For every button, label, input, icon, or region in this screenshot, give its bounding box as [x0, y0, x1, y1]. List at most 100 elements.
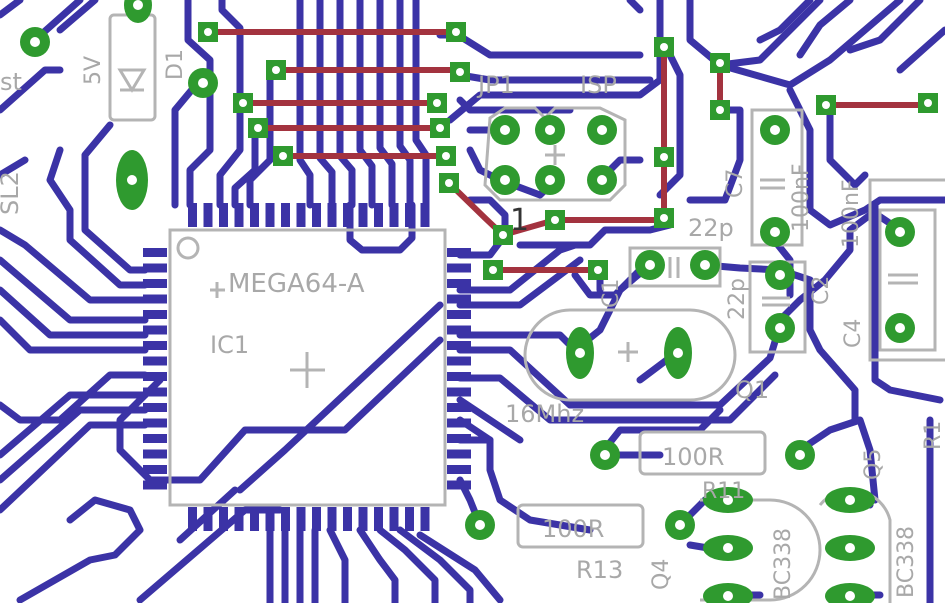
c1-symbol	[668, 257, 680, 278]
trace	[416, 531, 504, 603]
smd-pad	[447, 372, 471, 381]
smd-pad	[143, 480, 167, 490]
smd-pad	[143, 434, 167, 443]
smd-pad	[343, 203, 352, 227]
drill-hole	[723, 543, 733, 553]
r1-label: R1	[921, 421, 945, 450]
bc338-b-label: BC338	[894, 526, 919, 598]
r100-a-body	[638, 430, 767, 476]
smd-pad	[234, 203, 244, 227]
trace	[796, 416, 879, 504]
oval-pad	[124, 0, 152, 23]
smd-pad	[143, 403, 167, 412]
smd-pad	[250, 507, 259, 531]
q4-label: Q4	[649, 559, 674, 590]
trace	[0, 66, 64, 114]
diode-d1-outline	[108, 13, 157, 122]
drill-hole	[845, 543, 855, 553]
smd-pad	[447, 480, 471, 490]
bc338-a-label: BC338	[771, 528, 796, 600]
trace	[716, 0, 824, 69]
smd-pad	[143, 418, 167, 428]
smd-pad	[143, 310, 167, 319]
smd-pad	[143, 356, 167, 366]
drill-hole	[545, 175, 555, 185]
reset-label: st	[0, 68, 22, 96]
c2-label: C2	[809, 276, 834, 305]
smd-pad	[327, 203, 337, 227]
smd-pad	[447, 248, 471, 257]
drill-hole	[445, 179, 453, 187]
drill-hole	[673, 348, 683, 358]
trace	[686, 0, 904, 89]
r11-label: R11	[702, 479, 745, 504]
smd-pad	[447, 403, 471, 412]
trace	[656, 41, 684, 199]
ic1-value-label: MEGA64-A	[228, 269, 365, 299]
drill-hole	[475, 520, 485, 530]
trace	[756, 0, 814, 44]
drill-hole	[597, 175, 607, 185]
zener-5v-label: 5V	[81, 56, 106, 85]
drill-hole	[499, 231, 507, 239]
jp1-isp-outline	[483, 106, 627, 202]
trace	[0, 406, 149, 484]
trace	[0, 0, 24, 19]
drill-hole	[452, 28, 460, 36]
c4-outline	[878, 208, 937, 352]
smd-pad	[281, 507, 290, 531]
crystal-name-label: Q1	[735, 376, 769, 404]
smd-pad	[143, 325, 167, 335]
trace	[796, 0, 854, 59]
smd-pad	[143, 465, 167, 474]
drill-hole	[770, 227, 780, 237]
through-hole-pads	[20, 0, 938, 603]
drill-hole	[597, 125, 607, 135]
c4-label: C4	[841, 319, 866, 348]
smd-pad	[281, 203, 290, 227]
crystal-center-mark	[618, 342, 638, 362]
trace	[0, 391, 149, 459]
d1-label: D1	[163, 49, 188, 80]
drill-hole	[660, 153, 668, 161]
smd-pad	[219, 507, 228, 531]
drill-hole	[489, 266, 497, 274]
trace	[0, 286, 149, 339]
drill-hole	[30, 37, 40, 47]
drill-hole	[600, 450, 610, 460]
ic1-pin1-mark	[176, 236, 200, 260]
trace	[296, 0, 314, 209]
ic1-center-mark	[210, 282, 225, 298]
drill-hole	[700, 260, 710, 270]
smd-pad	[447, 418, 471, 428]
smd-pad	[447, 387, 471, 397]
smd-pad	[447, 341, 471, 350]
trace	[326, 526, 349, 603]
sl2-label: SL2	[0, 171, 24, 215]
drill-hole	[127, 175, 137, 185]
q5-label: Q5	[861, 449, 886, 480]
drill-hole	[675, 520, 685, 530]
smd-pad	[143, 248, 167, 257]
drill-hole	[436, 124, 444, 132]
trace	[316, 0, 336, 209]
ic1-smd-pads	[143, 203, 471, 531]
smd-pad	[447, 294, 471, 304]
trace	[771, 211, 874, 329]
smd-pad	[143, 372, 167, 381]
trace	[846, 0, 924, 54]
smd-pad	[250, 203, 259, 227]
drill-hole	[895, 323, 905, 333]
smd-pad	[143, 341, 167, 350]
trace	[46, 146, 149, 289]
trace	[0, 156, 29, 179]
drill-hole	[660, 214, 668, 222]
smd-pad	[447, 325, 471, 335]
trace	[871, 201, 944, 404]
trace	[246, 66, 274, 209]
silkscreen-text: MEGA64-A IC1 JP1 ISP 1 22p 22p 100nF 100…	[0, 49, 945, 600]
trace	[216, 0, 244, 209]
trace	[0, 226, 149, 304]
drill-hole	[845, 591, 855, 601]
